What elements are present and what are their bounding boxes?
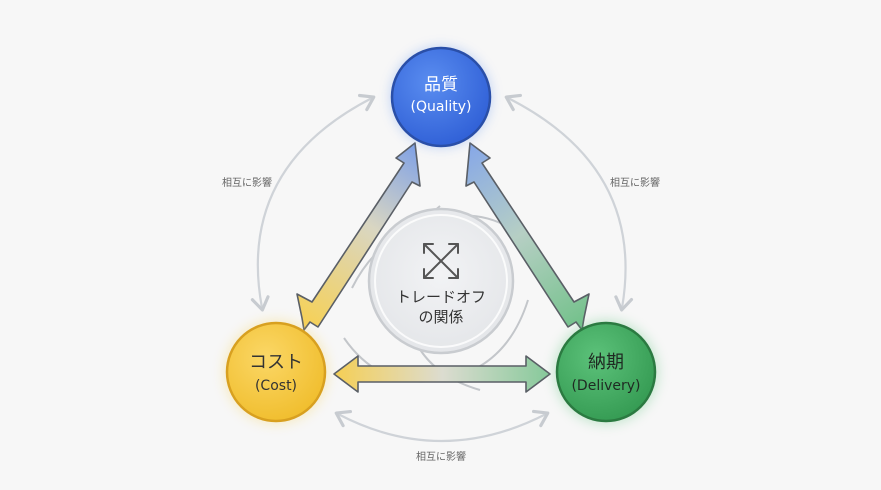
node-cost-title: コスト — [249, 352, 303, 373]
influence-label-bottom: 相互に影響 — [416, 450, 466, 463]
node-delivery: 納期 (Delivery) — [554, 320, 658, 424]
influence-arc-left — [250, 93, 376, 312]
arrow-cost-quality — [296, 142, 421, 331]
center-label-line1: トレードオフ — [396, 288, 486, 306]
influence-arc-bottom — [334, 409, 550, 443]
arrow-cost-delivery — [333, 355, 551, 393]
node-quality-title: 品質 — [424, 75, 458, 95]
influence-label-right: 相互に影響 — [610, 176, 660, 189]
node-delivery-subtitle: (Delivery) — [571, 378, 640, 394]
center-circle — [367, 207, 515, 355]
node-quality: 品質 (Quality) — [390, 46, 492, 148]
influence-label-left: 相互に影響 — [222, 176, 272, 189]
center-label-line2: の関係 — [418, 308, 463, 326]
node-delivery-title: 納期 — [588, 352, 624, 373]
arrow-quality-delivery — [465, 142, 590, 331]
expand-arrows-icon — [423, 243, 459, 279]
node-quality-subtitle: (Quality) — [411, 99, 472, 115]
node-cost-subtitle: (Cost) — [255, 378, 297, 394]
node-cost: コスト (Cost) — [224, 320, 328, 424]
influence-arc-right — [504, 93, 634, 312]
